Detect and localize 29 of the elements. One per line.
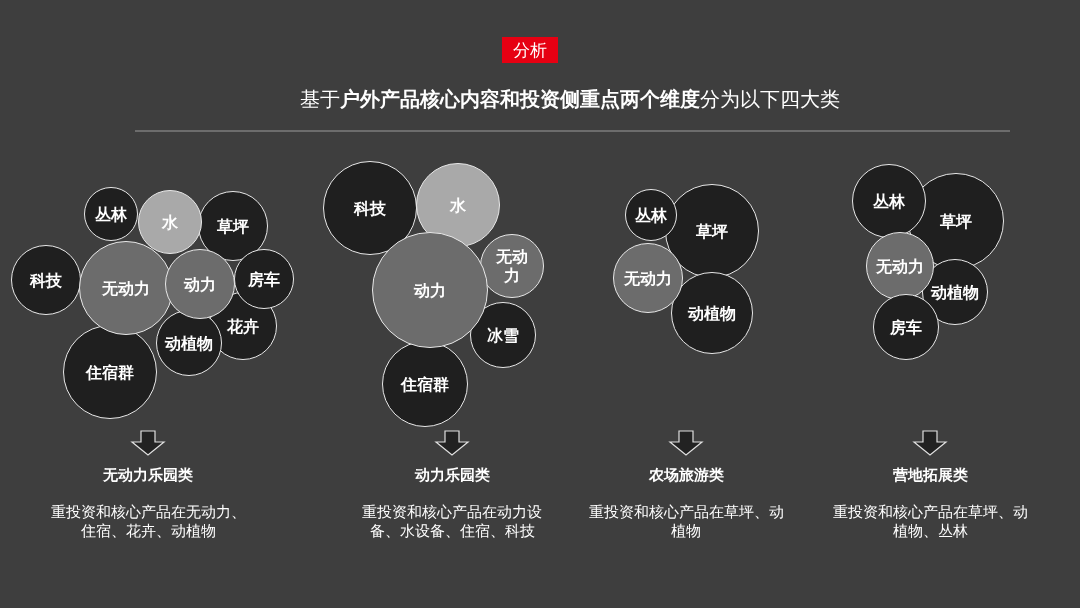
down-arrow [912, 430, 948, 456]
category-heading: 无动力乐园类 [102, 466, 194, 485]
tag-label: 分析 [502, 37, 558, 63]
bubble-circle: 草坪 [198, 191, 268, 261]
bubble-circle: 水 [138, 190, 202, 254]
bubble-circle: 丛林 [84, 187, 138, 241]
bubble-circle: 房车 [234, 249, 294, 309]
bubble-circle: 无动力 [613, 243, 683, 313]
bubble-circle: 丛林 [852, 164, 926, 238]
bubble-circle: 科技 [11, 245, 81, 315]
bubble-circle: 丛林 [625, 189, 677, 241]
bubble-circle: 科技 [323, 161, 417, 255]
description-text: 重投资和核心产品在无动力、住宿、花卉、动植物 [49, 503, 247, 541]
bubble-circle: 冰雪 [470, 302, 536, 368]
down-arrow [434, 430, 470, 456]
description-text: 重投资和核心产品在动力设备、水设备、住宿、科技 [361, 503, 543, 541]
bubble-circle: 水 [416, 163, 500, 247]
category-heading: 动力乐园类 [413, 466, 491, 485]
description-text: 重投资和核心产品在草坪、动植物、丛林 [831, 503, 1029, 541]
category-heading: 营地拓展类 [891, 466, 969, 485]
description-text: 重投资和核心产品在草坪、动植物 [587, 503, 785, 541]
title-text: 基于户外产品核心内容和投资侧重点两个维度分为以下四大类 [299, 86, 841, 113]
bubble-circle: 住宿群 [63, 325, 157, 419]
category-heading: 农场旅游类 [647, 466, 725, 485]
bubble-circle: 动植物 [156, 310, 222, 376]
bubble-circle: 无动力 [480, 234, 544, 298]
down-arrow [668, 430, 704, 456]
bubble-circle: 动植物 [671, 272, 753, 354]
down-arrow [130, 430, 166, 456]
